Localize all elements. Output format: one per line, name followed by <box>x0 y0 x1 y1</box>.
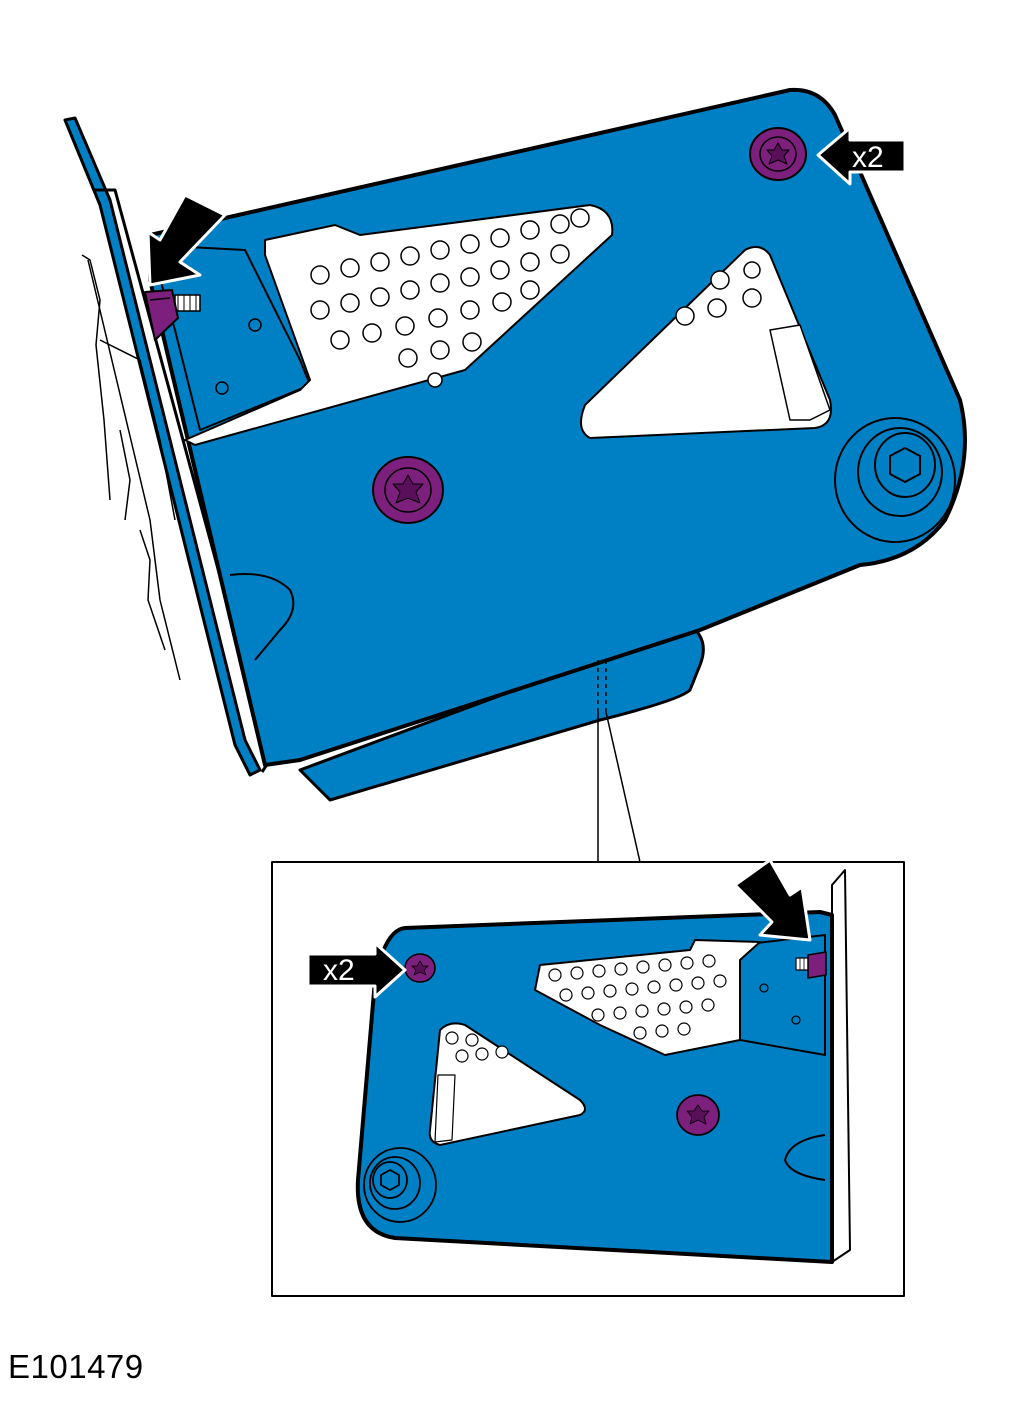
arrow-icon <box>146 193 227 287</box>
inset-triangle-holes <box>445 1031 509 1063</box>
inset-perforation-holes <box>548 954 727 1040</box>
main-view <box>63 87 967 802</box>
torx-bolt-icon <box>404 953 436 983</box>
bracket-hole <box>791 1015 801 1025</box>
torx-bolt-icon <box>749 127 807 181</box>
quantity-callout-main: x2 <box>852 141 884 174</box>
figure-reference-code: E101479 <box>8 1348 144 1385</box>
nut-icon <box>795 951 827 979</box>
inset-bottom-tab <box>784 1134 826 1181</box>
inset-triangle-clip <box>434 1074 456 1143</box>
torx-bolt-icon <box>676 1094 720 1136</box>
main-mounting-plate <box>148 87 967 767</box>
triangular-cutout <box>580 245 832 439</box>
bracket-hole <box>759 983 769 993</box>
mounting-flange <box>63 116 262 777</box>
triangle-holes <box>675 261 762 326</box>
arrow-icon <box>816 126 907 186</box>
bracket-hole <box>215 381 229 395</box>
arrow-icon <box>733 858 812 942</box>
leader-lines <box>597 660 641 863</box>
perforation-holes <box>310 208 590 388</box>
inset-inner-bracket <box>739 934 826 1056</box>
hex-socket-icon <box>834 417 956 543</box>
torx-bolt-icon <box>372 456 444 524</box>
bottom-tab <box>229 573 295 661</box>
bracket-hole <box>248 318 262 332</box>
quantity-callout-inset: x2 <box>323 954 355 987</box>
inset-triangular-cutout <box>428 1022 586 1146</box>
triangle-clip <box>769 324 831 421</box>
rear-bracket <box>298 623 705 802</box>
nut-icon <box>144 289 201 341</box>
arrow-icon <box>306 941 407 999</box>
side-bracket-lineart <box>81 254 181 681</box>
inset-view <box>271 858 905 1297</box>
hex-socket-icon <box>363 1147 437 1223</box>
inset-perforated-cutout <box>534 939 761 1056</box>
